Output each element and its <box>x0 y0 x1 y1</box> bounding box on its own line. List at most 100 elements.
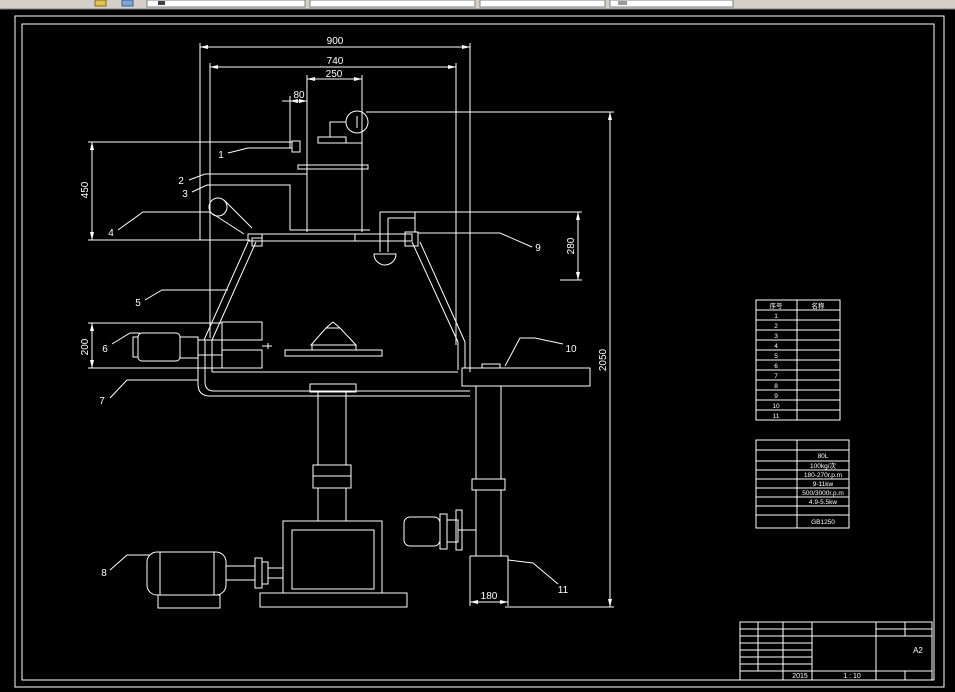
leader-line <box>111 332 140 345</box>
parts-table-row-number: 10 <box>772 403 780 410</box>
parts-table-row-number: 7 <box>774 373 778 380</box>
leader-line <box>418 232 533 248</box>
cone-wall-right-outer <box>419 241 466 343</box>
motor-adapter <box>197 339 223 356</box>
mounting-plate <box>247 233 413 247</box>
gearbox-housing <box>282 520 383 594</box>
side-motor-flange <box>439 513 448 550</box>
feed-pipe <box>329 121 346 137</box>
leader-line <box>188 173 307 181</box>
dimension-180: 180 <box>470 591 508 604</box>
parts-table-row-number: 9 <box>774 393 778 400</box>
spray-bracket <box>404 231 419 247</box>
gearbox-inner <box>291 529 375 590</box>
toolbar-button-1[interactable] <box>94 0 107 7</box>
motor-flange <box>261 561 269 585</box>
toolbar-dropdown-1-icon <box>158 1 165 5</box>
parts-table-row-number: 4 <box>774 343 778 350</box>
toolbar-dropdown-2[interactable] <box>309 0 476 8</box>
motor-shaft <box>267 567 284 579</box>
support-flange <box>471 478 506 491</box>
tech-table: 80L 100kg/次 180-270r.p.m 9-11kw 500/3000… <box>755 439 850 529</box>
tech-table-value: 4.9-5.5kw <box>809 499 837 506</box>
motor-coupling <box>225 565 256 581</box>
parts-table: 序号 名称 1 2 3 4 5 6 7 8 9 10 11 <box>755 299 841 421</box>
leader-11: 11 <box>507 559 569 596</box>
toolbar-button-2[interactable] <box>121 0 134 7</box>
pipe-inner <box>204 340 470 392</box>
cone-wall-left-inner <box>211 241 257 341</box>
base-plate <box>259 592 408 608</box>
leader-label: 2 <box>178 176 184 187</box>
leader-label: 1 <box>218 150 224 161</box>
leader-label: 5 <box>135 298 141 309</box>
title-block-scale: 1 : 10 <box>843 673 861 680</box>
dimension-text: 900 <box>327 36 344 47</box>
leader-7: 7 <box>99 379 198 407</box>
leader-label: 11 <box>558 585 569 596</box>
fan-4 <box>208 197 253 235</box>
motor-body <box>137 332 181 362</box>
side-motor-coupling <box>446 519 459 543</box>
dimension-450: 450 <box>80 141 292 241</box>
plate-bracket <box>251 237 263 247</box>
leader-line <box>144 289 228 301</box>
spray-head-9 <box>373 212 419 266</box>
cylinder-flange <box>297 164 369 170</box>
motor-8 <box>146 551 284 609</box>
title-block: 2015 1 : 10 A2 <box>739 621 933 681</box>
part-1-block <box>291 140 301 153</box>
parts-table-row-number: 6 <box>774 363 778 370</box>
leader-4: 4 <box>108 211 210 239</box>
dimension-text: 250 <box>326 69 343 80</box>
plate-body <box>247 233 413 242</box>
dimension-text: 200 <box>80 338 91 355</box>
leader-label: 9 <box>535 243 541 254</box>
cylinder-cap <box>317 136 347 144</box>
leader-label: 7 <box>99 396 105 407</box>
toolbar-dropdown-1[interactable] <box>146 0 306 8</box>
heater-fins-lower <box>221 349 263 369</box>
leader-line <box>191 184 291 230</box>
leader-5: 5 <box>135 289 228 309</box>
side-motor <box>403 509 476 551</box>
parts-table-row-number: 2 <box>774 323 778 330</box>
conical-vessel <box>203 241 466 373</box>
title-block-sheet-size: A2 <box>913 646 923 655</box>
cone-wall-right-inner <box>411 241 459 343</box>
motor-6 <box>132 321 272 369</box>
toolbar-dropdown-4-icon <box>618 1 627 5</box>
side-motor-gear <box>455 509 463 551</box>
fan-outlet-edge <box>212 213 245 235</box>
support-beam-block <box>481 363 501 369</box>
central-column <box>259 383 408 608</box>
heater-fins-upper <box>221 321 263 341</box>
dimension-text: 180 <box>481 591 498 602</box>
tech-table-value: 100kg/次 <box>810 461 837 470</box>
atomizer-cone <box>309 321 358 346</box>
dimension-text: 280 <box>566 237 577 254</box>
leader-8: 8 <box>101 554 150 579</box>
dimension-2050: 2050 <box>366 111 614 608</box>
side-motor-body <box>403 516 441 547</box>
motor-feet <box>157 594 221 609</box>
title-block-year: 2015 <box>792 673 808 680</box>
parts-table-row-number: 8 <box>774 383 778 390</box>
toolbar <box>0 0 955 10</box>
parts-table-row-number: 3 <box>774 333 778 340</box>
feed-valve <box>345 110 369 134</box>
leader-6: 6 <box>102 332 140 355</box>
parts-table-row-number: 5 <box>774 353 778 360</box>
parts-table-header-name: 名称 <box>812 301 826 310</box>
dimension-text: 740 <box>327 56 344 67</box>
dimension-text: 2050 <box>598 348 609 371</box>
toolbar-dropdown-4[interactable] <box>609 0 734 8</box>
toolbar-background <box>0 0 955 9</box>
fan-housing <box>208 197 228 217</box>
toolbar-dropdown-3[interactable] <box>479 0 606 8</box>
spray-nozzle <box>373 253 397 266</box>
tech-table-value: 180-270r.p.m <box>804 472 842 479</box>
fan-outlet-edge <box>223 199 253 229</box>
tech-table-value: GB1250 <box>811 519 835 526</box>
